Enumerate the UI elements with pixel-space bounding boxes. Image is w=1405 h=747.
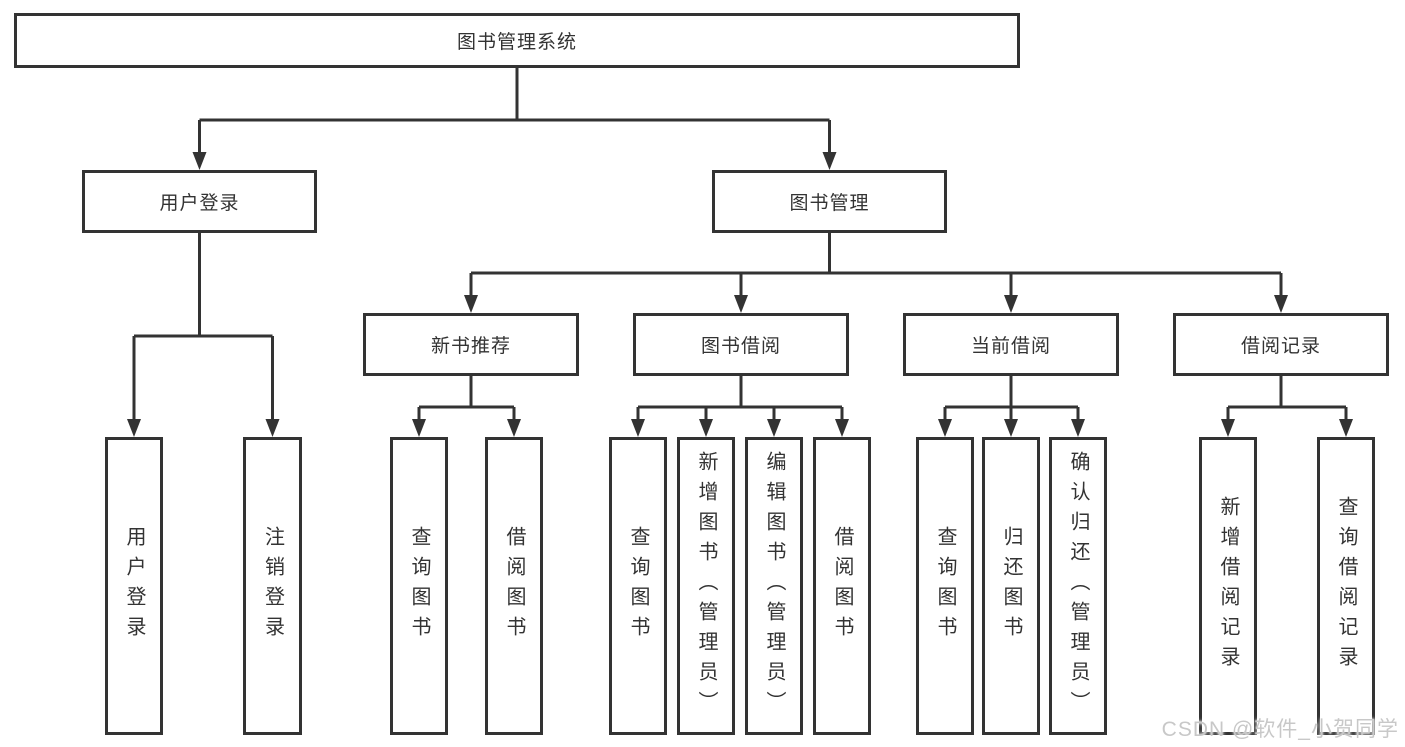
leaf-label: 新增图书（管理员） [695,451,717,721]
leaf-label: 归还图书 [1000,526,1022,646]
leaf-label: 查询借阅记录 [1335,496,1357,676]
leaf-label: 用户登录 [123,526,145,646]
node-book-borrowing: 图书借阅 [633,313,849,376]
leaf-label: 查询图书 [934,526,956,646]
leaf-confirm-return-admin: 确认归还（管理员） [1049,437,1107,735]
leaf-label: 确认归还（管理员） [1067,451,1089,721]
leaf-query-books-current: 查询图书 [916,437,974,735]
leaf-label: 注销登录 [261,526,284,646]
leaf-add-books-admin: 新增图书（管理员） [677,437,735,735]
leaf-add-borrow-record: 新增借阅记录 [1199,437,1257,735]
leaf-query-borrow-record: 查询借阅记录 [1317,437,1375,735]
node-label: 新书推荐 [430,336,511,357]
node-book-management: 图书管理 [712,170,947,233]
node-label: 当前借阅 [970,336,1051,357]
node-label: 图书借阅 [700,336,781,357]
leaf-label: 查询图书 [408,526,430,646]
leaf-label: 编辑图书（管理员） [763,451,785,721]
leaf-label: 查询图书 [627,526,649,646]
node-label: 图书管理 [789,193,870,214]
node-new-book-recommendation: 新书推荐 [363,313,579,376]
leaf-edit-books-admin: 编辑图书（管理员） [745,437,803,735]
node-borrowing-records: 借阅记录 [1173,313,1389,376]
leaf-borrow-books-recommend: 借阅图书 [485,437,543,735]
leaf-query-books-borrow: 查询图书 [609,437,667,735]
node-label: 用户登录 [159,193,240,214]
leaf-user-login: 用户登录 [105,437,163,735]
csdn-watermark: CSDN @软件_小贺同学 [1161,718,1399,741]
leaf-label: 借阅图书 [831,526,853,646]
leaf-borrow-books: 借阅图书 [813,437,871,735]
node-library-management-system: 图书管理系统 [14,13,1020,68]
node-label: 图书管理系统 [456,32,577,53]
node-current-borrowing: 当前借阅 [903,313,1119,376]
leaf-query-books-recommend: 查询图书 [390,437,448,735]
node-user-login: 用户登录 [82,170,317,233]
leaf-return-books: 归还图书 [982,437,1040,735]
leaf-label: 新增借阅记录 [1217,496,1239,676]
leaf-logout: 注销登录 [243,437,302,735]
node-label: 借阅记录 [1240,336,1321,357]
leaf-label: 借阅图书 [503,526,525,646]
